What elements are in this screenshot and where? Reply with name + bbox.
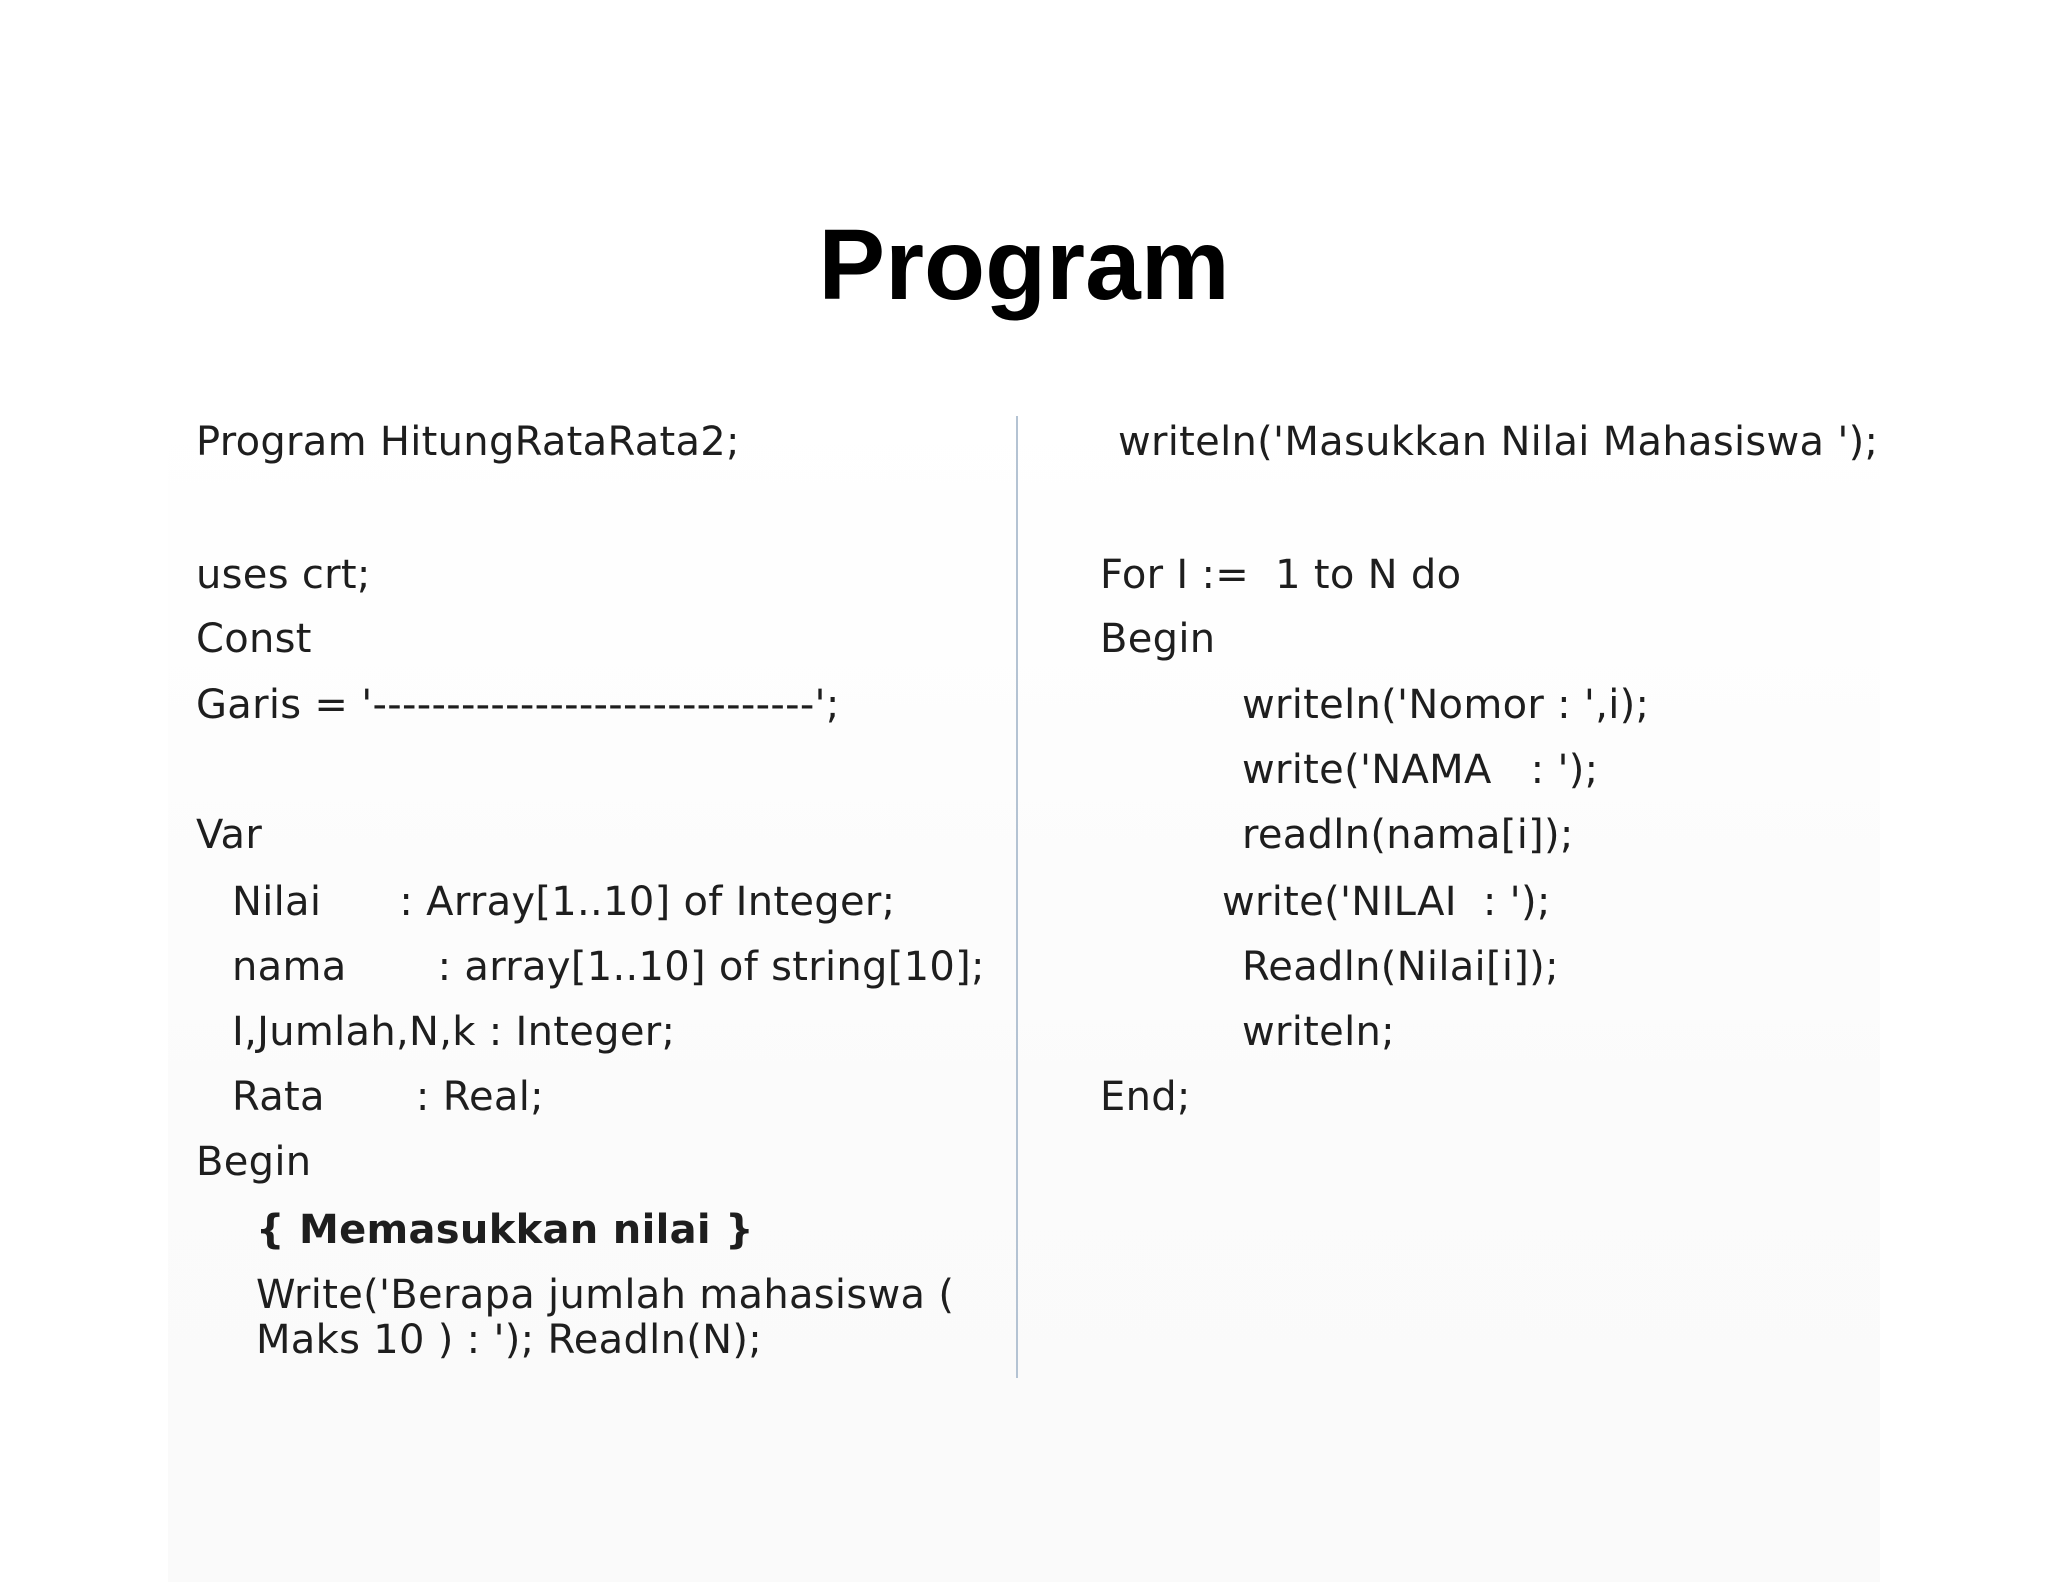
code-line-write-1: Write('Berapa jumlah mahasiswa (	[256, 1272, 955, 1318]
code-line-const: Const	[196, 616, 312, 662]
code-line-uses: uses crt;	[196, 552, 371, 598]
code-panel	[168, 398, 1880, 1582]
code-line-ijumlah-decl: I,Jumlah,N,k : Integer;	[232, 1009, 676, 1055]
column-divider	[1016, 416, 1018, 1378]
code-line-garis: Garis = '------------------------------'…	[196, 682, 840, 728]
code-line-begin-loop: Begin	[1100, 616, 1216, 662]
code-line-nilai-decl: Nilai : Array[1..10] of Integer;	[232, 879, 896, 925]
code-line-write-nama: write('NAMA : ');	[1242, 747, 1599, 793]
code-line-var: Var	[196, 812, 263, 858]
code-line-program: Program HitungRataRata2;	[196, 419, 740, 465]
slide-title: Program	[818, 209, 1230, 321]
code-line-readln-nama: readln(nama[i]);	[1242, 812, 1574, 858]
code-line-write-2: Maks 10 ) : '); Readln(N);	[256, 1317, 763, 1363]
code-line-nama-decl: nama : array[1..10] of string[10];	[232, 944, 985, 990]
code-line-readln-nilai: Readln(Nilai[i]);	[1242, 944, 1559, 990]
code-line-writeln-empty: writeln;	[1242, 1009, 1395, 1055]
code-line-writeln-masukkan: writeln('Masukkan Nilai Mahasiswa ');	[1118, 419, 1879, 465]
code-line-begin: Begin	[196, 1139, 312, 1185]
code-line-writeln-nomor: writeln('Nomor : ',i);	[1242, 682, 1650, 728]
code-line-rata-decl: Rata : Real;	[232, 1074, 544, 1120]
code-comment: { Memasukkan nilai }	[256, 1207, 754, 1253]
code-line-write-nilai: write('NILAI : ');	[1222, 879, 1551, 925]
code-line-for: For I := 1 to N do	[1100, 552, 1462, 598]
code-line-end: End;	[1100, 1074, 1191, 1120]
